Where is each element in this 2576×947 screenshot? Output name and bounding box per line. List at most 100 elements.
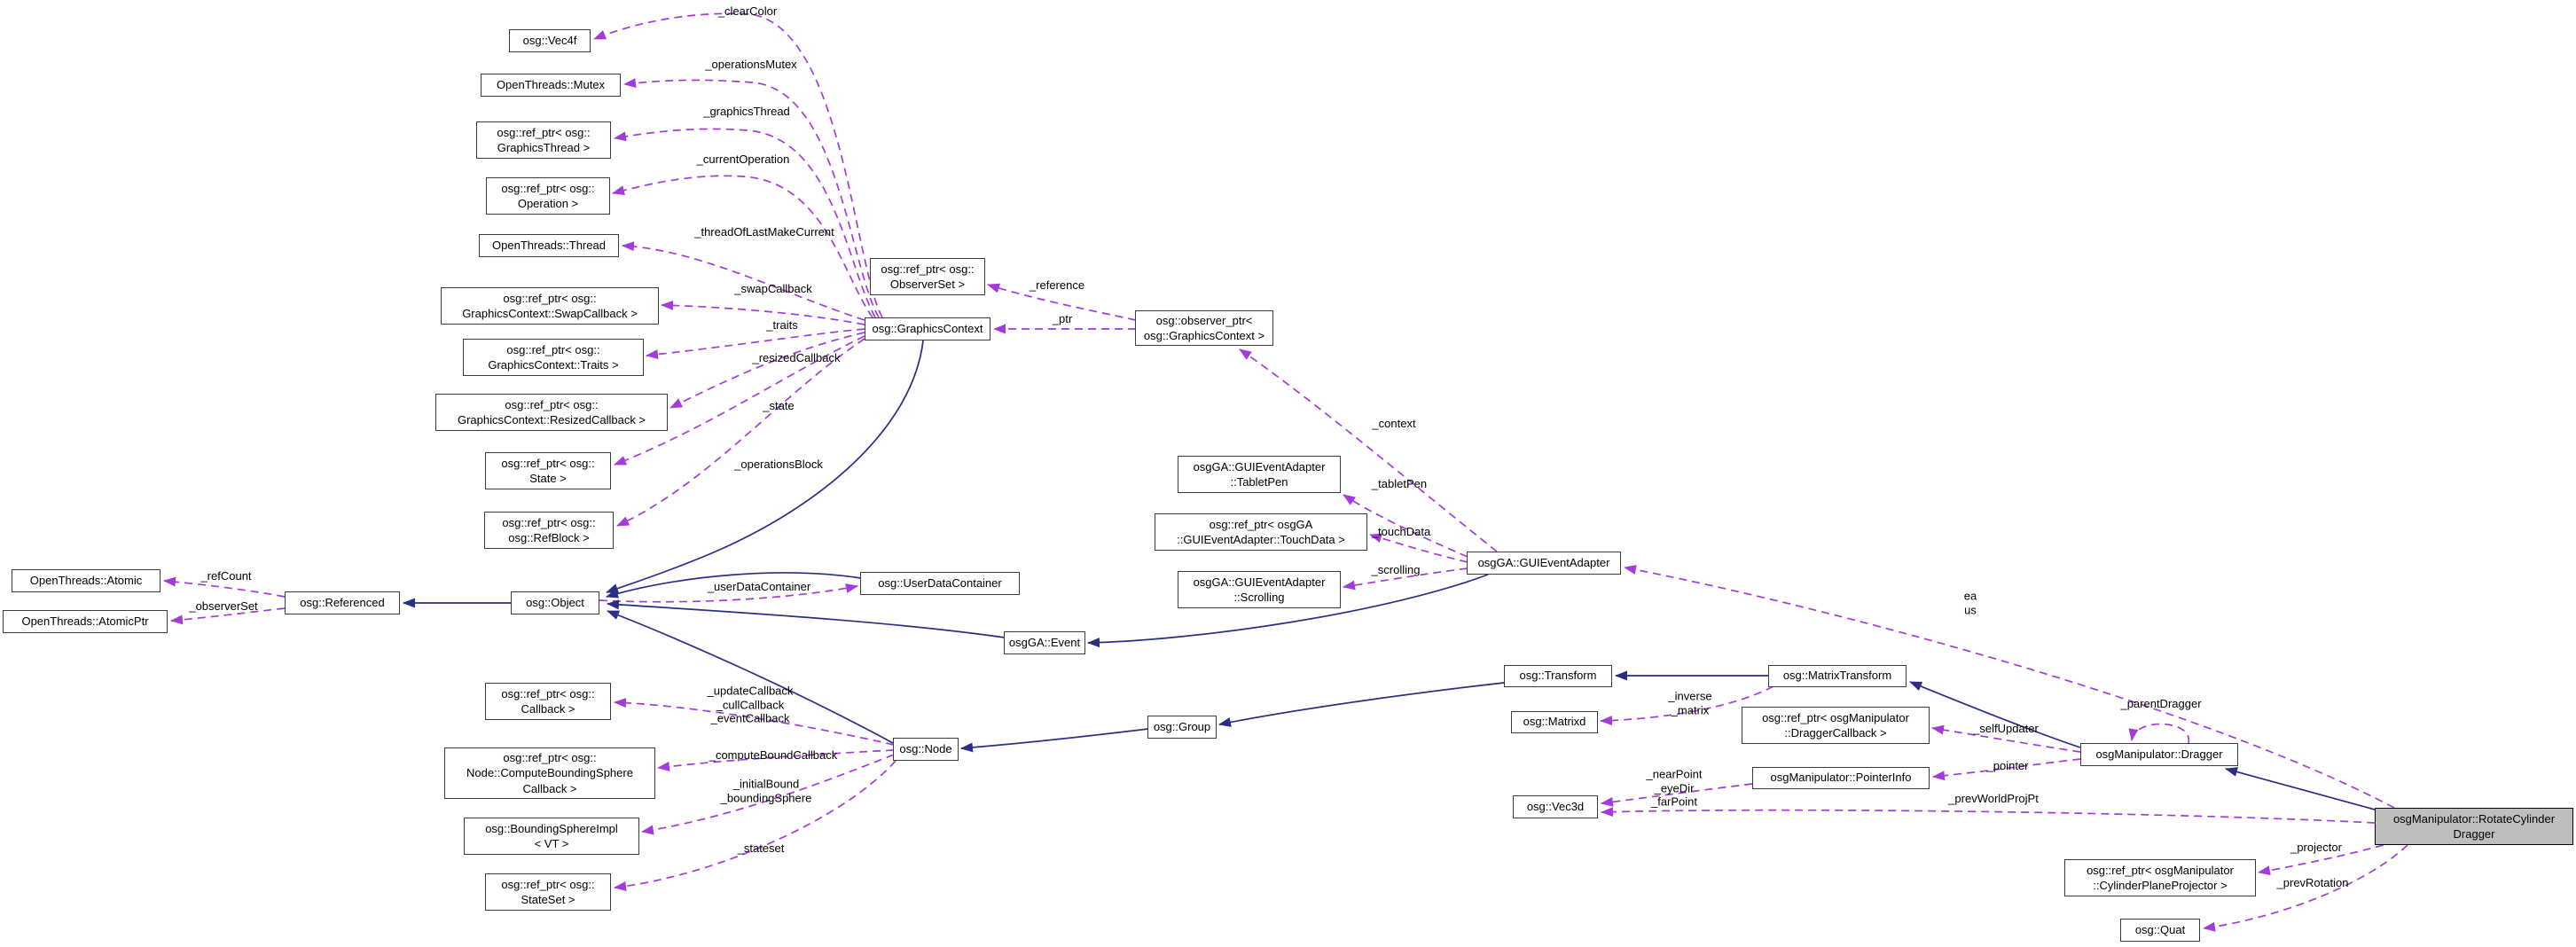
inheritance-edge-guieventadapter-to-event	[1087, 574, 1489, 648]
class-box-matrixd[interactable]: osg::Matrixd	[1511, 710, 1598, 733]
usage-edge-graphicscontext-to-ref-resizedcallback	[669, 332, 865, 409]
usage-edge-dragger-to-dragger	[2128, 723, 2189, 744]
class-box-ref-swapcallback[interactable]: osg::ref_ptr< osg::GraphicsContext::Swap…	[441, 287, 659, 325]
class-box-ref-touchdata[interactable]: osg::ref_ptr< osgGA::GUIEventAdapter::To…	[1155, 513, 1367, 551]
class-name-line: ::CylinderPlaneProjector >	[2093, 879, 2228, 892]
class-box-ref-resizedcallback[interactable]: osg::ref_ptr< osg::GraphicsContext::Resi…	[435, 394, 668, 431]
class-box-tabletpen[interactable]: osgGA::GUIEventAdapter::TabletPen	[1178, 456, 1341, 493]
class-name-line: osg::ref_ptr< osg::	[501, 686, 595, 700]
class-box-ref-draggercallback[interactable]: osg::ref_ptr< osgManipulator::DraggerCal…	[1742, 707, 1930, 744]
class-name-line: osgGA::GUIEventAdapter	[1477, 556, 1610, 570]
inheritance-edge-group-to-node	[960, 728, 1149, 753]
usage-edge-node-to-ref-computeboundingsphere	[657, 749, 895, 771]
usage-edge-matrixtransform-to-matrixd	[1600, 685, 1774, 726]
class-box-userdatacontainer[interactable]: osg::UserDataContainer	[860, 572, 1020, 595]
class-name-line: osg::ref_ptr< osg::	[501, 456, 595, 470]
class-name-line: osg::ref_ptr< osgGA	[1209, 517, 1313, 531]
class-box-group[interactable]: osg::Group	[1147, 716, 1217, 739]
class-name-line: osg::Quat	[2134, 923, 2186, 937]
class-box-ref-refblock[interactable]: osg::ref_ptr< osg::osg::RefBlock >	[484, 512, 614, 549]
class-name-line: osg::Transform	[1519, 669, 1597, 683]
usage-edge-graphicscontext-to-ref-state	[614, 335, 865, 466]
class-box-pointerinfo[interactable]: osgManipulator::PointerInfo	[1752, 766, 1930, 789]
class-name-line: osgGA::GUIEventAdapter	[1193, 459, 1326, 474]
class-name-line: osg::ref_ptr< osgManipulator	[1762, 710, 1909, 724]
class-name-line: Dragger	[2453, 827, 2495, 841]
class-box-mutex[interactable]: OpenThreads::Mutex	[481, 74, 621, 97]
usage-edge-referenced-to-atomic	[163, 576, 286, 598]
usage-edge-graphicscontext-to-thread	[622, 241, 865, 321]
class-box-node[interactable]: osg::Node	[893, 738, 959, 761]
usage-edge-rotatecylinderdragger-to-vec3d	[1601, 807, 2376, 824]
class-box-object[interactable]: osg::Object	[511, 591, 599, 614]
class-name-line: OpenThreads::Mutex	[496, 78, 606, 92]
class-box-ref-stateset[interactable]: osg::ref_ptr< osg::StateSet >	[485, 873, 611, 911]
class-box-matrixtransform[interactable]: osg::MatrixTransform	[1768, 664, 1907, 687]
class-box-quat[interactable]: osg::Quat	[2120, 919, 2200, 942]
class-name-line: osg::UserDataContainer	[878, 576, 1002, 591]
class-name-line: GraphicsThread >	[497, 141, 591, 154]
class-name-line: OpenThreads::Thread	[492, 239, 606, 253]
class-box-ref-cylinderplaneprojector[interactable]: osg::ref_ptr< osgManipulator::CylinderPl…	[2064, 859, 2256, 896]
class-name-line: osg::GraphicsContext >	[1143, 329, 1265, 342]
class-box-referenced[interactable]: osg::Referenced	[285, 591, 400, 614]
usage-edge-graphicscontext-to-ref-refblock	[616, 338, 865, 527]
class-box-guieventadapter[interactable]: osgGA::GUIEventAdapter	[1467, 552, 1621, 575]
class-name-line: osg::Vec4f	[522, 34, 577, 48]
class-box-event[interactable]: osgGA::Event	[1004, 631, 1085, 654]
class-box-ref-graphicsthread[interactable]: osg::ref_ptr< osg::GraphicsThread >	[476, 121, 611, 159]
class-name-line: State >	[529, 472, 567, 485]
class-name-line: ::Scrolling	[1233, 591, 1285, 604]
class-name-line: Callback >	[522, 781, 577, 795]
class-box-graphicscontext[interactable]: osg::GraphicsContext	[865, 317, 990, 340]
class-box-atomic[interactable]: OpenThreads::Atomic	[12, 569, 161, 592]
class-box-thread[interactable]: OpenThreads::Thread	[479, 234, 619, 257]
class-name-line: osgManipulator::Dragger	[2095, 747, 2223, 762]
class-name-line: Node::ComputeBoundingSphere	[466, 766, 633, 780]
class-name-line: OpenThreads::AtomicPtr	[21, 614, 149, 629]
inheritance-edge-graphicscontext-to-object	[606, 340, 924, 593]
class-name-line: StateSet >	[521, 893, 575, 906]
class-name-line: osg::ref_ptr< osg::	[503, 751, 597, 765]
class-box-ref-operation[interactable]: osg::ref_ptr< osg::Operation >	[486, 177, 610, 215]
class-name-line: GraphicsContext::SwapCallback >	[462, 307, 638, 320]
class-name-line: ::TabletPen	[1230, 475, 1288, 489]
class-name-line: ::GUIEventAdapter::TouchData >	[1177, 533, 1345, 546]
class-name-line: osg::RefBlock >	[508, 531, 590, 544]
class-name-line: osg::ref_ptr< osg::	[497, 125, 591, 139]
class-box-ref-state[interactable]: osg::ref_ptr< osg::State >	[485, 452, 611, 489]
class-name-line: Callback >	[521, 702, 575, 716]
class-box-ref-traits[interactable]: osg::ref_ptr< osg::GraphicsContext::Trai…	[463, 339, 644, 376]
class-box-boundingsphereimpl[interactable]: osg::BoundingSphereImpl< VT >	[464, 818, 639, 855]
class-name-line: osg::ref_ptr< osg::	[505, 397, 599, 411]
usage-edge-dragger-to-ref-draggercallback	[1931, 724, 2081, 753]
usage-edge-node-to-ref-stateset	[614, 760, 897, 891]
usage-edge-object-to-userdatacontainer	[599, 583, 858, 603]
class-name-line: osg::GraphicsContext	[872, 322, 983, 336]
class-box-vec3d[interactable]: osg::Vec3d	[1513, 795, 1598, 818]
class-name-line: osg::Vec3d	[1526, 800, 1585, 814]
class-box-ref-observerset[interactable]: osg::ref_ptr< osg::ObserverSet >	[870, 258, 985, 295]
class-box-ref-callback[interactable]: osg::ref_ptr< osg::Callback >	[485, 683, 611, 720]
class-name-line: osg::ref_ptr< osg::	[501, 181, 595, 195]
class-box-vec4f[interactable]: osg::Vec4f	[509, 29, 591, 52]
class-box-scrolling[interactable]: osgGA::GUIEventAdapter::Scrolling	[1178, 571, 1341, 608]
usage-edge-dragger-to-pointerinfo	[1932, 758, 2081, 781]
class-box-observer-ptr-gc[interactable]: osg::observer_ptr<osg::GraphicsContext >	[1135, 310, 1273, 346]
class-name-line: osg::observer_ptr<	[1155, 313, 1253, 327]
class-name-line: osgGA::Event	[1008, 636, 1081, 650]
inheritance-edge-rotatecylinderdragger-to-dragger	[2225, 767, 2376, 810]
usage-edge-guieventadapter-to-observer-ptr-gc	[1239, 348, 1498, 552]
class-box-atomicptr[interactable]: OpenThreads::AtomicPtr	[3, 610, 168, 633]
usage-edge-pointerinfo-to-vec3d	[1601, 783, 1753, 807]
usage-edge-guieventadapter-to-scrolling	[1343, 567, 1468, 591]
class-name-line: osg::ref_ptr< osg::	[501, 877, 595, 891]
class-box-ref-computeboundingsphere[interactable]: osg::ref_ptr< osg::Node::ComputeBounding…	[444, 747, 655, 799]
class-name-line: osgManipulator::RotateCylinder	[2392, 811, 2556, 826]
class-box-transform[interactable]: osg::Transform	[1504, 664, 1612, 687]
usage-edge-graphicscontext-to-ref-traits	[646, 328, 865, 360]
class-box-dragger[interactable]: osgManipulator::Dragger	[2080, 743, 2238, 766]
inheritance-edge-dragger-to-matrixtransform	[1909, 681, 2081, 748]
